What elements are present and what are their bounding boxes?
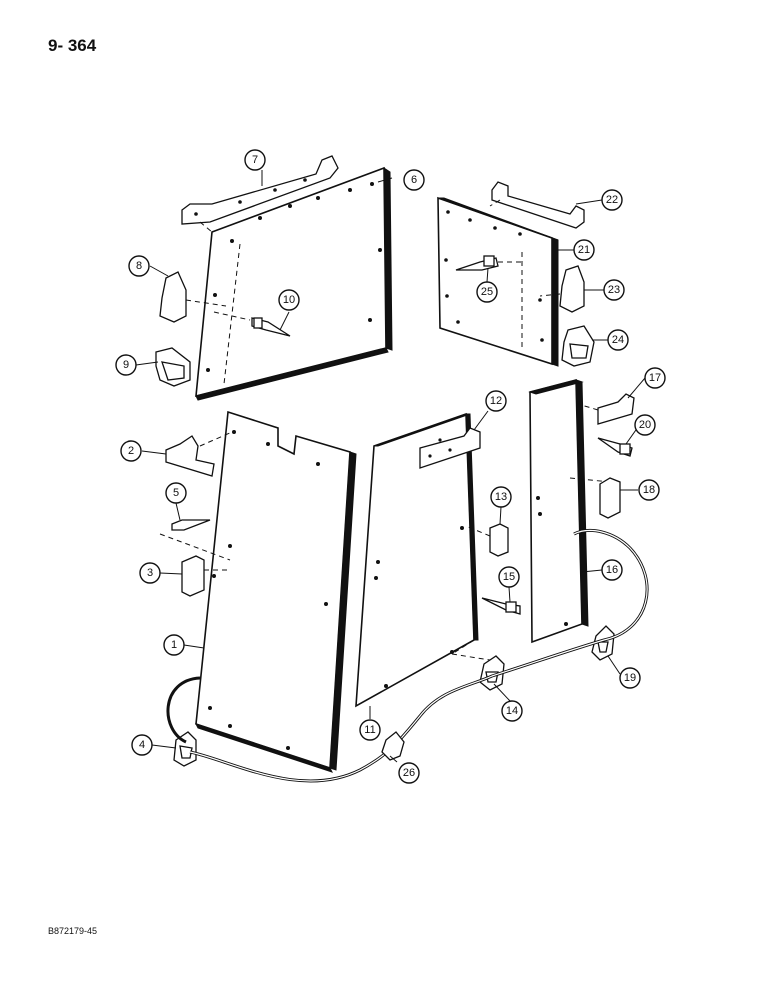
callout-3: 3	[139, 562, 161, 584]
callout-18-label: 18	[643, 484, 655, 496]
callout-11: 11	[359, 719, 381, 741]
callout-20: 20	[634, 414, 656, 436]
callout-13-label: 13	[495, 491, 507, 503]
callout-13: 13	[490, 486, 512, 508]
panel-1	[195, 410, 357, 773]
callout-17-label: 17	[649, 372, 661, 384]
panel-16	[528, 378, 611, 644]
callout-16: 16	[601, 559, 623, 581]
callout-16-label: 16	[606, 564, 618, 576]
callout-10: 10	[278, 289, 300, 311]
hinge-8	[159, 271, 227, 323]
callout-12-label: 12	[490, 395, 502, 407]
panel-21	[437, 196, 559, 367]
callout-19-label: 19	[624, 672, 636, 684]
hinge-2	[165, 431, 233, 477]
callout-5: 5	[165, 482, 187, 504]
callout-12: 12	[485, 390, 507, 412]
pin-10	[213, 311, 291, 337]
callout-7-label: 7	[252, 154, 258, 166]
callout-3-label: 3	[147, 567, 153, 579]
callout-15: 15	[498, 566, 520, 588]
callout-10-label: 10	[283, 294, 295, 306]
callout-4: 4	[131, 734, 153, 756]
callout-24: 24	[607, 329, 629, 351]
callout-9-label: 9	[123, 359, 129, 371]
callout-2-label: 2	[128, 445, 134, 457]
panel-11	[355, 412, 491, 708]
callout-6-label: 6	[411, 174, 417, 186]
latch-19	[591, 625, 615, 661]
callout-23-label: 23	[608, 284, 620, 296]
pin-20	[597, 437, 633, 457]
bracket-22	[489, 181, 585, 229]
cable-26	[166, 529, 649, 783]
figure-code: B872179-45	[48, 926, 98, 936]
callout-25: 25	[476, 281, 498, 303]
callout-18: 18	[638, 479, 660, 501]
callout-5-label: 5	[173, 487, 179, 499]
callout-22: 22	[601, 189, 623, 211]
bracket-3	[181, 555, 228, 597]
callout-21-label: 21	[578, 244, 590, 256]
latch-9	[155, 347, 191, 387]
callout-9: 9	[115, 354, 137, 376]
callout-26-label: 26	[403, 767, 415, 779]
latch-24	[561, 325, 595, 367]
callout-20-label: 20	[639, 419, 651, 431]
latch-4	[173, 731, 197, 767]
hinge-23	[539, 265, 585, 313]
callout-1-label: 1	[171, 639, 177, 651]
callout-14-label: 14	[506, 705, 518, 717]
bracket-17	[577, 393, 635, 425]
bracket-18	[599, 477, 621, 519]
callout-8-label: 8	[136, 260, 142, 272]
callout-7: 7	[244, 149, 266, 171]
callout-23: 23	[603, 279, 625, 301]
callout-14: 14	[501, 700, 523, 722]
page-number: 9- 364	[48, 36, 97, 55]
callout-6: 6	[403, 169, 425, 191]
callout-11-label: 11	[364, 724, 375, 736]
pin-15	[481, 597, 521, 615]
callout-2: 2	[120, 440, 142, 462]
pin-25	[455, 255, 522, 271]
callout-24-label: 24	[612, 334, 624, 346]
callout-15-label: 15	[503, 571, 515, 583]
hinge-12	[419, 427, 481, 469]
callout-26: 26	[398, 762, 420, 784]
panel-6	[195, 166, 393, 401]
callout-8: 8	[128, 255, 150, 277]
callout-4-label: 4	[139, 739, 145, 751]
callout-1: 1	[163, 634, 185, 656]
callout-17: 17	[644, 367, 666, 389]
callout-21: 21	[573, 239, 595, 261]
callout-22-label: 22	[606, 194, 618, 206]
callout-19: 19	[619, 667, 641, 689]
bracket-7	[181, 155, 339, 233]
callout-25-label: 25	[481, 286, 493, 298]
bracket-13	[465, 523, 509, 557]
pin-5	[159, 519, 231, 561]
